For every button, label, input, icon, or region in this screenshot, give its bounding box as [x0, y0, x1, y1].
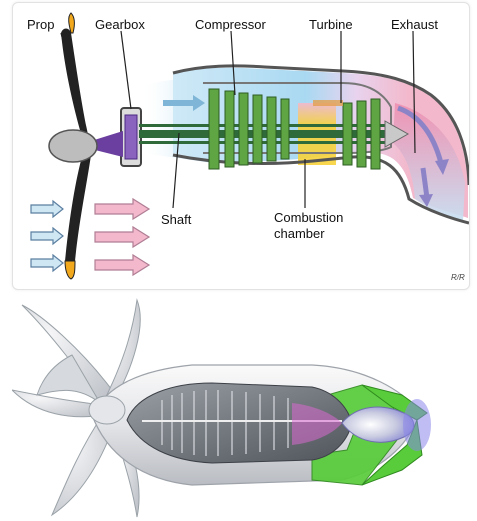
intake-air-arrows — [31, 201, 63, 271]
turbine-stages — [343, 99, 380, 169]
gear-teeth — [125, 115, 137, 159]
turboprop-schematic: Prop Gearbox Compressor Turbine Exhaust … — [12, 2, 470, 290]
thrust-arrows — [95, 199, 149, 275]
label-gearbox: Gearbox — [95, 17, 145, 32]
label-combustion-line1: Combustion — [274, 210, 343, 225]
label-prop: Prop — [27, 17, 54, 32]
label-shaft: Shaft — [161, 212, 192, 227]
cutaway-illustration — [12, 295, 468, 519]
exhaust-glow — [403, 399, 431, 451]
label-turbine: Turbine — [309, 17, 353, 32]
label-compressor: Compressor — [195, 17, 266, 32]
cutaway-spinner — [89, 396, 125, 424]
signature-mark: R/R — [451, 273, 465, 282]
label-exhaust: Exhaust — [391, 17, 438, 32]
schematic-drawing: Prop Gearbox Compressor Turbine Exhaust … — [13, 3, 469, 289]
spinner — [49, 130, 97, 162]
label-combustion-line2: chamber — [274, 226, 325, 241]
cutaway-drawing — [12, 295, 468, 519]
